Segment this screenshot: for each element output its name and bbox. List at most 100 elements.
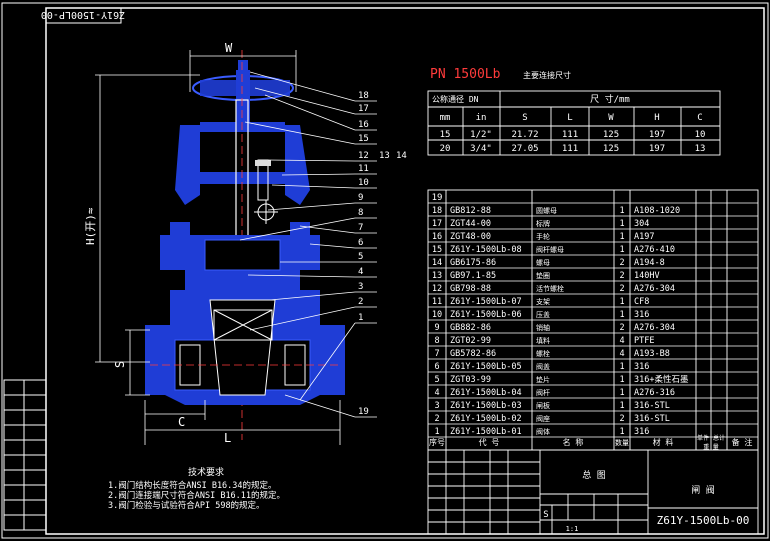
- bom-name: 螺栓: [536, 349, 550, 358]
- bom-no: 1: [434, 427, 439, 437]
- bom-qty: 2: [619, 284, 624, 294]
- bom-material: 316: [634, 427, 649, 437]
- leader-label-13: 13: [379, 151, 390, 161]
- assembly-label: 总 图: [582, 469, 605, 481]
- stamp-box: [45, 7, 122, 24]
- bom-material: A108-1020: [634, 206, 680, 216]
- leader-line-8: [239, 217, 356, 241]
- bom-material: 316: [634, 310, 649, 320]
- dim-table-caption: 主要连接尺寸: [523, 70, 571, 80]
- bom-code: ZGT03-99: [450, 375, 491, 385]
- leader-label-15: 15: [358, 134, 369, 144]
- revision-strip: [3, 379, 47, 531]
- bom-code: ZGT44-00: [450, 219, 491, 229]
- bom-code: GB5782-86: [450, 349, 496, 359]
- dim-col-W: W: [608, 113, 614, 123]
- leader-line-18: [249, 71, 356, 102]
- bom-material: A276-304: [634, 323, 675, 333]
- bom-code: GB6175-86: [450, 258, 496, 268]
- bom-name: 螺母: [536, 258, 550, 267]
- leader-line-12: [267, 159, 356, 162]
- hdr-size: 尺 寸/mm: [590, 93, 630, 105]
- leader-line-15: [244, 121, 356, 145]
- dim-L: L: [224, 431, 231, 445]
- bom-no: 16: [432, 232, 442, 242]
- bom-no: 4: [434, 388, 439, 398]
- dim-row-mm: 20: [440, 144, 451, 154]
- bom-material: 304: [634, 219, 649, 229]
- bom-hdr-code: 代 号: [479, 437, 500, 447]
- bom-row-lines: [428, 202, 758, 438]
- leader-line-17: [254, 87, 356, 115]
- leader-label-16: 16: [358, 120, 369, 130]
- dim-S: S: [113, 361, 127, 368]
- bom-code: Z61Y-1500Lb-02: [450, 414, 522, 424]
- bom-qty: 2: [619, 323, 624, 333]
- hdr-in: in: [476, 113, 487, 123]
- bom-name: 阀体: [536, 427, 550, 436]
- tech-note-1: 1.阀门结构长度符合ANSI B16.34的规定。: [108, 480, 277, 491]
- leader-line-7: [299, 225, 356, 234]
- dim-row-in: 1/2": [470, 130, 492, 140]
- bom-code: Z61Y-1500Lb-06: [450, 310, 522, 320]
- dim-W: W: [225, 41, 233, 55]
- bom-qty: 1: [619, 219, 624, 229]
- bom-name: 阀杆螺母: [536, 245, 564, 254]
- bom-top-no: 19: [432, 193, 443, 203]
- bom-name: 圆螺母: [536, 206, 557, 215]
- dim-row-H: 197: [649, 144, 665, 154]
- bom-code: Z61Y-1500Lb-01: [450, 427, 522, 437]
- bom-no: 10: [432, 310, 442, 320]
- bom-qty: 2: [619, 414, 624, 424]
- dim-row-L: 111: [562, 130, 578, 140]
- dimension-lines: [95, 50, 341, 445]
- leader-label-1: 1: [358, 313, 363, 323]
- dim-C: C: [178, 415, 185, 429]
- bom-qty: 2: [619, 271, 624, 281]
- drawing-number: Z61Y-1500Lb-00: [657, 514, 750, 527]
- leader-label-2: 2: [358, 297, 363, 307]
- dim-row-W: 125: [603, 144, 619, 154]
- leader-label-12: 12: [358, 151, 369, 161]
- drawing-code-stamp: Z61Y-1500LP-00: [41, 9, 125, 20]
- leader-label-7: 7: [358, 223, 363, 233]
- bom-code: Z61Y-1500Lb-05: [450, 362, 522, 372]
- bom-name: 闸板: [536, 401, 550, 410]
- bom-code: GB798-88: [450, 284, 491, 294]
- bom-name: 标牌: [536, 219, 550, 228]
- leader-label-8: 8: [358, 208, 363, 218]
- leader-line-3: [269, 291, 356, 301]
- scale-ratio: 1:1: [566, 525, 579, 533]
- leader-label-3: 3: [358, 282, 363, 292]
- bom-name: 填料: [536, 336, 550, 345]
- bom-code: GB882-86: [450, 323, 491, 333]
- bom-hdr-name: 名 称: [563, 437, 584, 447]
- bom-no: 9: [434, 323, 439, 333]
- bom-material: 316-STL: [634, 401, 670, 411]
- dim-row-S: 21.72: [511, 130, 538, 140]
- pressure-title: PN 1500Lb: [430, 67, 501, 82]
- leader-line-2: [249, 306, 356, 331]
- bom-header: 序号 代 号 名 称 数量 材 料 单件 总计 重 量 备 注: [429, 434, 752, 451]
- bom-hdr-remark: 备 注: [732, 437, 753, 447]
- bom-code: ZGT02-99: [450, 336, 491, 346]
- bom-code: Z61Y-1500Lb-03: [450, 401, 522, 411]
- dim-col-L: L: [567, 113, 572, 123]
- bom-hdr-weight: 重 量: [703, 443, 719, 451]
- leader-label-14: 14: [396, 151, 407, 161]
- bom-no: 11: [432, 297, 442, 307]
- bom-name: 支架: [536, 297, 550, 306]
- bom-no: 7: [434, 349, 439, 359]
- tech-note-2: 2.阀门连接端尺寸符合ANSI B16.11的规定。: [108, 490, 285, 501]
- tech-notes-heading: 技术要求: [188, 466, 224, 478]
- leader-label-11: 11: [358, 164, 369, 174]
- leader-label-19: 19: [358, 407, 369, 417]
- dim-H: H(开)≈: [84, 207, 97, 245]
- dim-row-L: 111: [562, 144, 578, 154]
- bom-code: ZGT48-00: [450, 232, 491, 242]
- product-name: 闸 阀: [691, 485, 714, 496]
- leader-line-9: [267, 202, 356, 211]
- leader-label-5: 5: [358, 252, 363, 262]
